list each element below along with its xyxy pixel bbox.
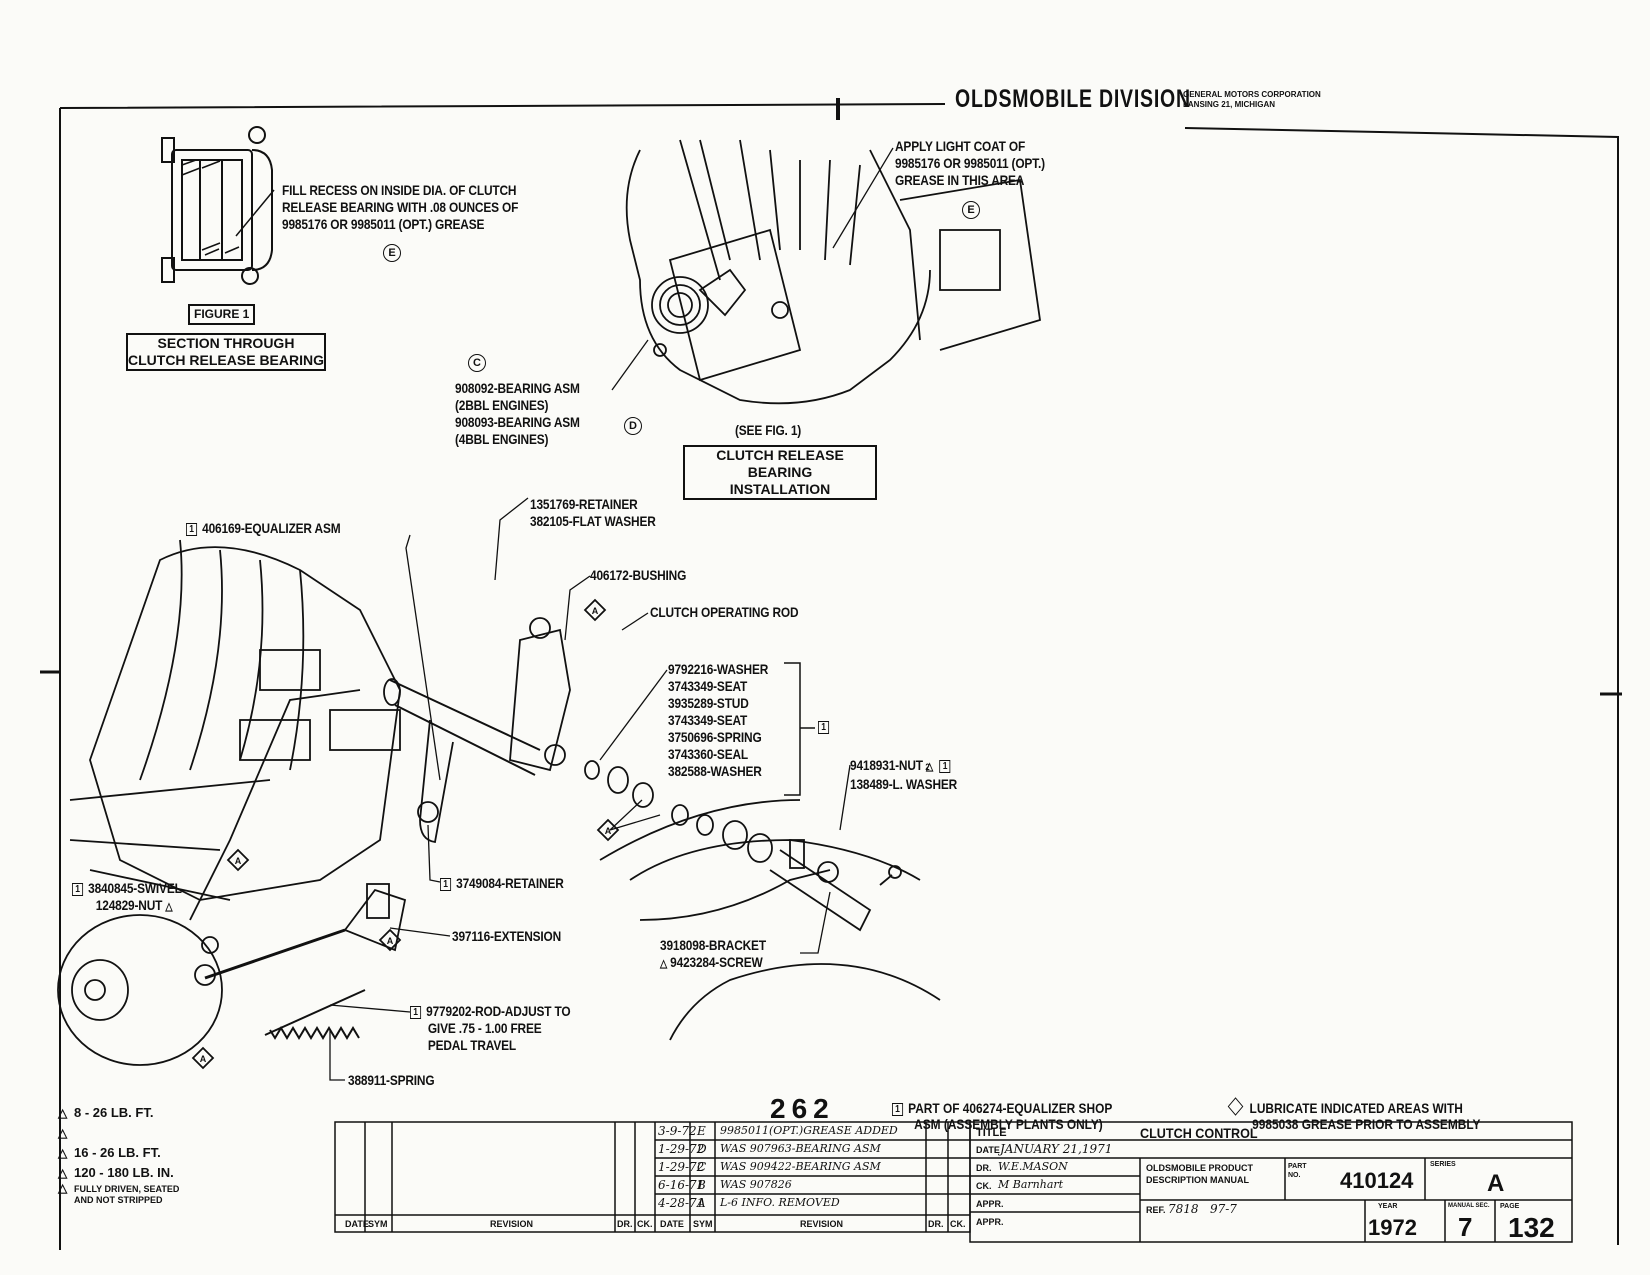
rev-row-d-date: 1-29-72	[658, 1142, 705, 1156]
rev-col-sym-2: SYM	[693, 1219, 713, 1229]
rev-row-c-text: WAS 909422-BEARING ASM	[720, 1160, 881, 1173]
grease-note: APPLY LIGHT COAT OF 9985176 OR 9985011 (…	[895, 138, 1045, 188]
manual-sec-label: MANUAL SEC.	[1448, 1203, 1490, 1209]
bearing-callout: 908092-BEARING ASM (2BBL ENGINES) 908093…	[455, 380, 580, 447]
rev-col-revision-2: REVISION	[800, 1219, 844, 1229]
manual-sec-value: 7	[1458, 1212, 1473, 1242]
svg-text:A: A	[235, 856, 242, 866]
rev-col-dr-2: DR.	[928, 1219, 944, 1229]
lube-note: LUBRICATE INDICATED AREAS WITH 9985038 G…	[1227, 1097, 1480, 1132]
part-number: 410124	[1340, 1168, 1414, 1193]
rev-row-b-text: WAS 907826	[720, 1178, 792, 1191]
figure1-caption: SECTION THROUGH CLUTCH RELEASE BEARING	[126, 333, 326, 371]
year-label: YEAR	[1378, 1203, 1398, 1210]
extension-callout: 397116-EXTENSION	[452, 928, 562, 944]
division-subtitle: GENERAL MOTORS CORPORATION LANSING 21, M…	[1183, 90, 1321, 110]
series-label: SERIES	[1430, 1161, 1456, 1168]
nut-callout: 9418931-NUT △2 1 138489-L. WASHER	[850, 757, 958, 792]
rev-row-a-date: 4-28-71	[658, 1196, 705, 1210]
checked-by-label: CK.	[976, 1181, 992, 1191]
rev-row-e-sym: E	[697, 1124, 706, 1138]
rev-row-b-sym: B	[697, 1178, 706, 1192]
rev-col-dr: DR.	[617, 1219, 633, 1229]
rev-row-e-text: 9985011(OPT.)GREASE ADDED	[720, 1124, 898, 1137]
drawn-by: W.E.MASON	[998, 1160, 1068, 1173]
drawn-by-label: DR.	[976, 1163, 992, 1173]
spring-callout: 388911-SPRING	[348, 1072, 435, 1088]
installation-caption: CLUTCH RELEASE BEARING INSTALLATION	[683, 445, 877, 500]
ref-label: REF.	[1146, 1205, 1166, 1215]
operating-rod-callout: CLUTCH OPERATING ROD	[650, 604, 799, 620]
torque-legend: △8 - 26 LB. FT. △ △16 - 26 LB. FT. △120 …	[58, 1105, 180, 1205]
clutch-housing-drawing	[611, 139, 1042, 405]
rev-col-date: DATE	[345, 1219, 369, 1229]
series-value: A	[1487, 1170, 1505, 1197]
title-label: TITLE	[976, 1127, 1007, 1139]
linkage-drawing	[57, 497, 941, 1081]
part-no-label: PART NO.	[1288, 1163, 1307, 1179]
approved-label-1: APPR.	[976, 1199, 1004, 1209]
bracket-callout: 3918098-BRACKET △ 9423284-SCREW	[660, 937, 766, 970]
rev-row-d-text: WAS 907963-BEARING ASM	[720, 1142, 881, 1155]
bearing-symbol-d: D	[624, 416, 642, 435]
date-label: DATE	[976, 1145, 1000, 1155]
rev-row-d-sym: D	[697, 1142, 707, 1156]
rev-row-a-text: L-6 INFO. REMOVED	[720, 1196, 840, 1209]
bearing-section-drawing	[161, 126, 275, 285]
ref-value: 7818 97-7	[1168, 1202, 1237, 1216]
svg-text:A: A	[605, 826, 612, 836]
drawing-date: JANUARY 21,1971	[1000, 1142, 1113, 1156]
approved-label-2: APPR.	[976, 1217, 1004, 1227]
year-value: 1972	[1368, 1215, 1417, 1240]
figure1-callout-symbol: E	[383, 243, 401, 262]
figure1-callout: FILL RECESS ON INSIDE DIA. OF CLUTCH REL…	[282, 182, 519, 232]
rev-col-sym: SYM	[368, 1219, 388, 1229]
checked-by: M Barnhart	[998, 1178, 1064, 1191]
rev-row-b-date: 6-16-71	[658, 1178, 705, 1192]
corp-name: GENERAL MOTORS CORPORATION	[1183, 90, 1321, 99]
rev-col-ck-2: CK.	[950, 1219, 966, 1229]
drawing-page-number: 262	[770, 1093, 835, 1124]
grease-note-symbol: E	[962, 200, 980, 219]
rev-col-date-2: DATE	[660, 1219, 684, 1229]
bushing-callout: 406172-BUSHING	[590, 567, 687, 583]
corp-city: LANSING 21, MICHIGAN	[1183, 100, 1276, 109]
retainer-washer-callout: 1351769-RETAINER 382105-FLAT WASHER	[530, 496, 656, 529]
rev-row-a-sym: A	[697, 1196, 706, 1210]
page-value: 132	[1508, 1212, 1555, 1243]
see-fig-note: (SEE FIG. 1)	[735, 422, 802, 438]
page-label: PAGE	[1500, 1203, 1520, 1210]
rev-col-revision: REVISION	[490, 1219, 534, 1229]
rev-row-c-sym: C	[697, 1160, 707, 1174]
rev-col-ck: CK.	[637, 1219, 653, 1229]
lube-marker-label: A	[592, 606, 599, 616]
division-title: OLDSMOBILE DIVISION	[955, 85, 1191, 113]
manual-name: OLDSMOBILE PRODUCT DESCRIPTION MANUAL	[1146, 1163, 1253, 1185]
svg-text:A: A	[200, 1054, 207, 1064]
drawing-title: CLUTCH CONTROL	[1140, 1125, 1258, 1141]
rev-row-e-date: 3-9-72	[658, 1124, 697, 1138]
figure1-tag: FIGURE 1	[188, 304, 256, 325]
stack-badge: 1	[818, 718, 834, 735]
rev-row-c-date: 1-29-72	[658, 1160, 705, 1174]
svg-text:A: A	[387, 936, 394, 946]
bearing-symbol-c: C	[468, 353, 486, 372]
stack-callout: 9792216-WASHER 3743349-SEAT 3935289-STUD…	[668, 661, 769, 779]
